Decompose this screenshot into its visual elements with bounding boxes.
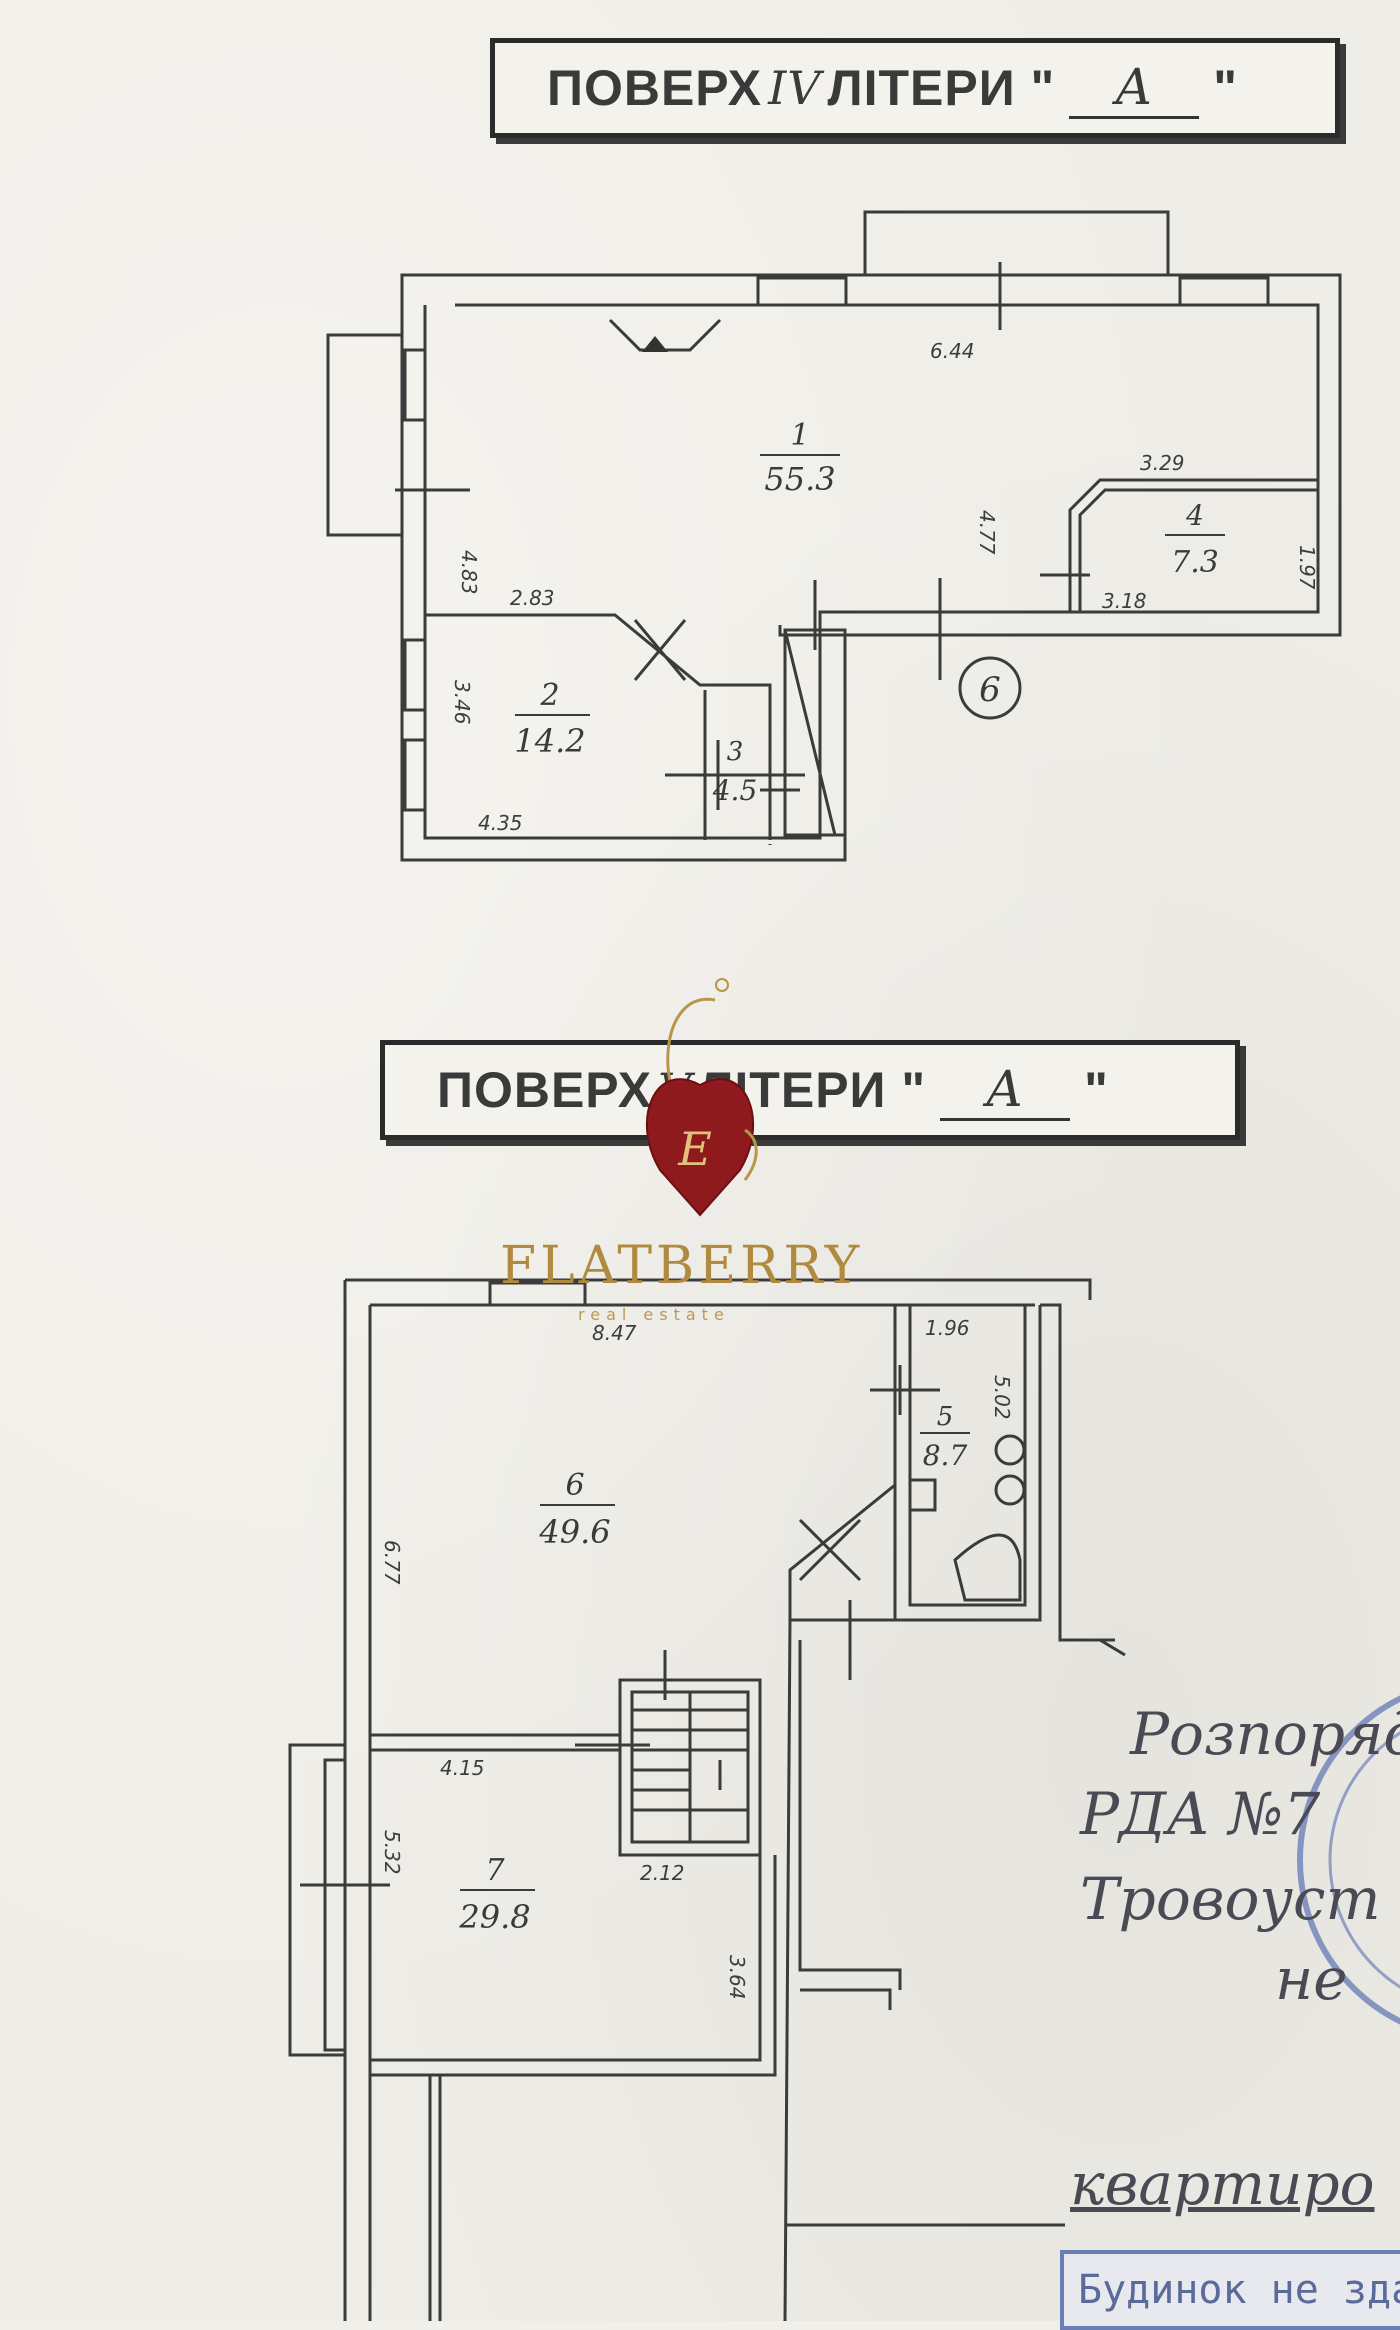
floor5-corridor-left bbox=[783, 1619, 792, 2321]
floor5-dim-8: 3.64 bbox=[725, 1955, 749, 2000]
floor4-dim-4: 4.77 bbox=[975, 510, 999, 555]
floor4-title-box: ПОВЕРХ IV ЛІТЕРИ " A " bbox=[490, 38, 1340, 138]
floor5-letter: A bbox=[940, 1060, 1071, 1121]
floor4-dim-6: 3.18 bbox=[1102, 589, 1147, 613]
floor5-room6-number: 6 bbox=[565, 1468, 584, 1503]
floor4-dim-5: 1.97 bbox=[1295, 545, 1319, 590]
floor4-window-5 bbox=[403, 738, 427, 812]
floor4-window-2 bbox=[1178, 276, 1270, 307]
floor4-plan bbox=[326, 210, 1342, 862]
floor5-labels: 5 8.7 6 49.6 7 29.8 8.47 1.96 5.02 6.77 … bbox=[380, 1316, 1014, 2000]
floor4-dim-1: 6.44 bbox=[930, 339, 975, 363]
flatberry-logo: E FLATBERRY real estate bbox=[500, 978, 863, 1324]
floor4-window-4 bbox=[403, 638, 427, 712]
floor5-bath-inner bbox=[908, 1305, 1027, 1607]
floor4-letter: A bbox=[1069, 58, 1200, 119]
floor5-title-prefix: ПОВЕРХ bbox=[437, 1062, 653, 1118]
floor5-wall-room6 bbox=[788, 1483, 896, 1622]
floor4-dim-8: 3.46 bbox=[450, 680, 474, 725]
floor5-bath-outer bbox=[893, 1305, 1042, 1622]
floor4-window-3 bbox=[403, 348, 427, 422]
floor5-title-end: " bbox=[1084, 1062, 1109, 1118]
floor4-room2-area: 14.2 bbox=[514, 722, 585, 760]
floor4-room1-number: 1 bbox=[790, 418, 809, 453]
floor5-window-top bbox=[488, 1281, 587, 1307]
floor5-dim-4: 6.77 bbox=[380, 1540, 404, 1585]
floor4-grid-marker-label: 6 bbox=[979, 670, 1001, 710]
floor4-inner-wall bbox=[423, 303, 1320, 840]
floor4-floor-number: IV bbox=[768, 61, 822, 115]
floor4-fireplace-fill bbox=[642, 336, 668, 352]
floor4-stair-diagonal bbox=[783, 629, 837, 836]
floor5-bath-right bbox=[1040, 1303, 1115, 1642]
floor4-dim-3: 4.83 bbox=[457, 550, 481, 595]
floor5-room5-number: 5 bbox=[937, 1402, 954, 1432]
floor4-balcony-top bbox=[863, 210, 1170, 275]
floor5-dim-2: 1.96 bbox=[925, 1316, 970, 1340]
floor4-room3-number: 3 bbox=[727, 737, 744, 767]
floor5-dim-3: 5.02 bbox=[990, 1375, 1014, 1420]
floor4-fireplace bbox=[608, 318, 722, 352]
handwritten-line-2: РДА №7 bbox=[1080, 1780, 1321, 1848]
floor5-room7-area: 29.8 bbox=[458, 1898, 530, 1936]
handwritten-line-3: Тровоуст bbox=[1080, 1865, 1381, 1933]
floor5-corridor-wall bbox=[798, 1640, 902, 1990]
handwritten-line-5: квартиро bbox=[1070, 2150, 1375, 2218]
floor5-bathtub bbox=[953, 1533, 1022, 1602]
floor4-dim-2: 3.29 bbox=[1140, 451, 1185, 475]
floor5-room7-wall bbox=[370, 1855, 762, 2062]
floor5-window-left bbox=[323, 1758, 347, 2052]
floor4-window-1 bbox=[756, 276, 848, 307]
floor5-balcony-left bbox=[288, 1743, 345, 2057]
building-stamp-text: Будинок не зда bbox=[1078, 2267, 1400, 2313]
logo-sub-text: real estate bbox=[578, 1305, 730, 1324]
floor5-dim-6: 2.12 bbox=[640, 1861, 685, 1885]
floor4-room3-area: 4.5 bbox=[712, 774, 758, 807]
floor4-labels: 1 55.3 2 14.2 3 4.5 4 7.3 6.44 3.29 4.83… bbox=[450, 339, 1319, 835]
building-stamp: Будинок не зда bbox=[1060, 2250, 1400, 2330]
floor4-title-prefix: ПОВЕРХ bbox=[547, 60, 763, 116]
floor5-room5-area: 8.7 bbox=[923, 1439, 968, 1472]
floor4-grid-marker bbox=[958, 656, 1022, 720]
floor4-room1-area: 55.3 bbox=[764, 460, 835, 498]
floor5-room7-number: 7 bbox=[485, 1853, 505, 1888]
floor4-wall-room4-inner bbox=[1078, 488, 1318, 612]
floor4-title-middle: ЛІТЕРИ " bbox=[827, 60, 1056, 116]
floor4-room2-number: 2 bbox=[539, 678, 559, 713]
floor4-dim-7: 2.83 bbox=[510, 586, 555, 610]
logo-monogram-icon: E bbox=[677, 1122, 712, 1176]
round-stamp bbox=[1297, 1695, 1400, 2025]
floor5-dim-5: 4.15 bbox=[440, 1756, 485, 1780]
handwritten-line-4: не bbox=[1275, 1945, 1348, 2013]
floor5-dim-7: 5.32 bbox=[380, 1830, 404, 1875]
floor4-dim-9: 4.35 bbox=[478, 811, 523, 835]
floor5-top-wall bbox=[345, 1278, 1092, 1300]
handwritten-line-1: Розпоряд bbox=[1130, 1700, 1400, 1768]
floor4-room4-area: 7.3 bbox=[1171, 545, 1219, 580]
floor5-plan bbox=[288, 1278, 1126, 2321]
logo-brand-text: FLATBERRY bbox=[500, 1236, 863, 1296]
floor4-balcony-left bbox=[326, 333, 402, 537]
floor4-title-end: " bbox=[1213, 60, 1238, 116]
floor5-title-box: ПОВЕРХ V ЛІТЕРИ " A " bbox=[380, 1040, 1240, 1140]
floor5-dim-1: 8.47 bbox=[592, 1321, 637, 1345]
floor5-room6-area: 49.6 bbox=[538, 1513, 610, 1551]
floor4-stair-top bbox=[778, 625, 845, 637]
floor4-stairs bbox=[783, 628, 847, 837]
floor4-room4-number: 4 bbox=[1185, 499, 1204, 532]
